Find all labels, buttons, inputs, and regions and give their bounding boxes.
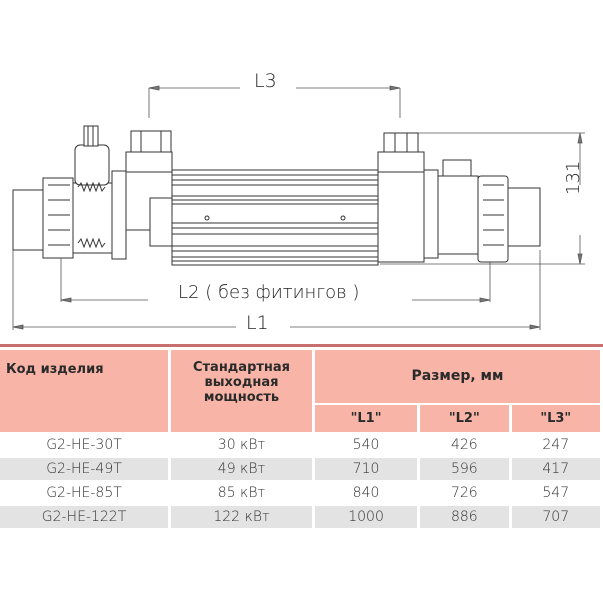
l3-label: L3 (254, 70, 277, 92)
left-port (125, 130, 175, 247)
header-size: Размер, мм (315, 350, 600, 404)
table-row: G2-HE-122T 122 кВт 1000 886 707 (0, 506, 600, 528)
cell-code: G2-HE-49T (0, 458, 168, 480)
cell-power: 85 кВт (217, 485, 266, 501)
cell-l2: 726 (450, 485, 478, 501)
cell-l3: 417 (511, 458, 600, 480)
cell-power: 49 кВт (171, 458, 312, 480)
table-row: G2-HE-85T 85 кВт 840 726 547 (0, 482, 600, 504)
header-code: Код изделия (0, 350, 168, 432)
header-l2: "L2" (420, 405, 509, 432)
header-power: Стандартная выходная мощность (171, 350, 312, 432)
table-top-rule (0, 344, 603, 347)
table-row: G2-HE-49T 49 кВт 710 596 417 (0, 458, 600, 480)
l2-label: L2 ( без фитингов ) (178, 282, 360, 303)
cell-l1: 540 (352, 437, 380, 453)
cell-l1: 840 (352, 485, 380, 501)
cell-l3: 707 (511, 506, 600, 528)
spec-table: Код изделия Стандартная выходная мощност… (0, 348, 603, 530)
cell-l2: 886 (420, 506, 509, 528)
cell-l1: 710 (315, 458, 418, 480)
cell-l2: 426 (450, 437, 478, 453)
table-row: G2-HE-30T 30 кВт 540 426 247 (0, 434, 600, 456)
cell-power: 122 кВт (171, 506, 312, 528)
l3-dimension-line (148, 85, 401, 118)
subheader-row: "L1" "L2" "L3" (0, 405, 600, 432)
header-l3: "L3" (511, 405, 600, 432)
cell-code: G2-HE-30T (46, 437, 122, 453)
cell-l3: 547 (542, 485, 570, 501)
right-port (377, 132, 479, 263)
l2-dimension-line (60, 258, 491, 303)
cell-code: G2-HE-122T (0, 506, 168, 528)
header-l1: "L1" (315, 405, 418, 432)
right-fitting (477, 175, 541, 263)
height-label: 131 (563, 160, 584, 195)
height-dimension-line (380, 132, 585, 265)
left-fitting (12, 125, 127, 260)
cell-l2: 596 (420, 458, 509, 480)
l1-label: L1 (246, 312, 269, 334)
cell-l3: 247 (542, 437, 570, 453)
heat-exchanger-drawing (12, 85, 585, 330)
heater-body (171, 169, 379, 266)
cell-l1: 1000 (315, 506, 418, 528)
cell-code: G2-HE-85T (46, 485, 122, 501)
l1-dimension-line (12, 250, 541, 330)
header-row: Код изделия Стандартная выходная мощност… (0, 350, 600, 432)
cell-power: 30 кВт (217, 437, 266, 453)
